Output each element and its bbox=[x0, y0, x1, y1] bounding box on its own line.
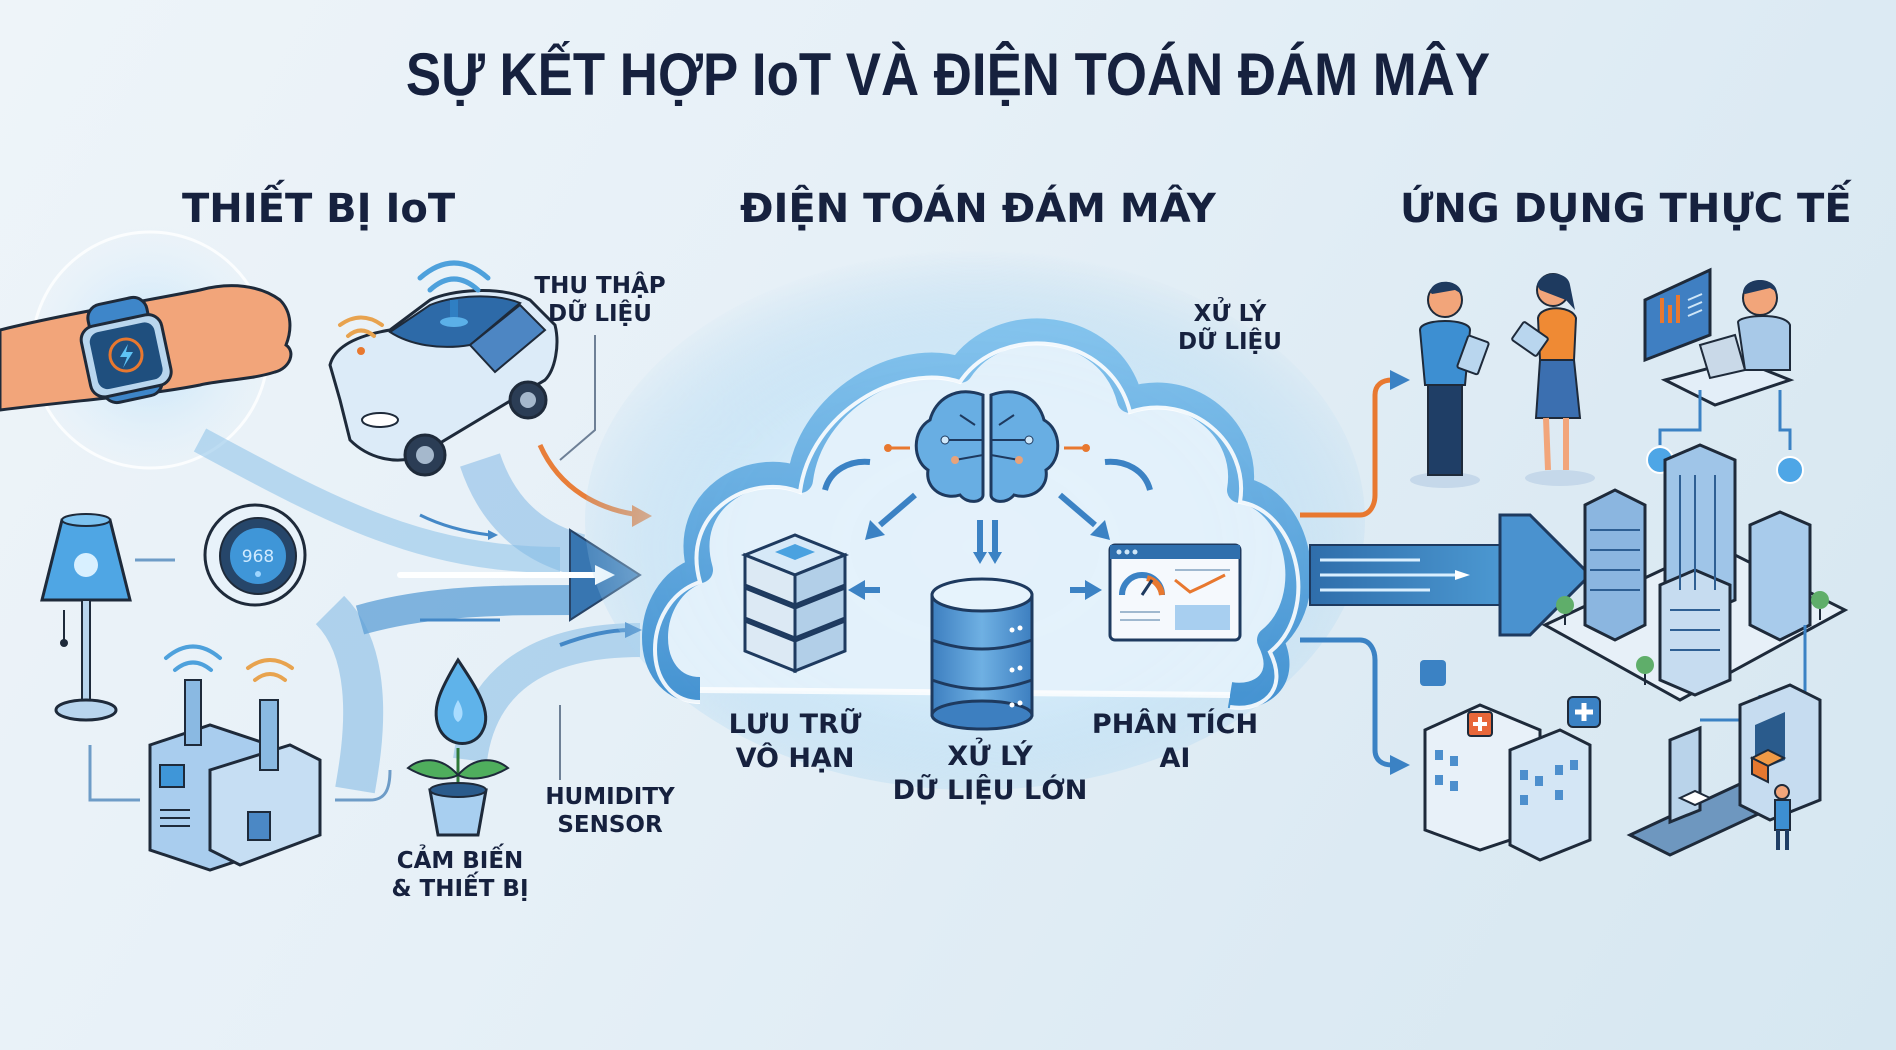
business-woman-icon bbox=[1511, 273, 1595, 486]
section-heading-cloud: ĐIỆN TOÁN ĐÁM MÂY bbox=[740, 186, 1216, 232]
ai-analytics-dashboard-icon bbox=[1108, 543, 1242, 642]
connected-car-icon bbox=[328, 260, 559, 477]
label-storage-line1: LƯU TRỮ bbox=[728, 709, 862, 740]
smart-lamp-icon bbox=[40, 513, 175, 802]
applications-group bbox=[1300, 267, 1849, 862]
section-heading-iot-devices: THIẾT BỊ IoT bbox=[182, 186, 456, 232]
analyst-laptop-icon bbox=[1643, 267, 1804, 484]
label-storage: LƯU TRỮ VÔ HẠN bbox=[700, 708, 890, 776]
label-collect-data-line2: DỮ LIỆU bbox=[548, 301, 652, 327]
humidity-sensor-plant-icon bbox=[406, 657, 561, 837]
label-process-data-line2: DỮ LIỆU bbox=[1178, 329, 1282, 355]
label-humidity-sensor: HUMIDITY SENSOR bbox=[525, 783, 695, 839]
label-ai-analytics: PHÂN TÍCH AI bbox=[1070, 708, 1280, 776]
label-process-data-line1: XỬ LÝ bbox=[1193, 301, 1267, 327]
label-collect-data-line1: THU THẬP bbox=[534, 273, 666, 299]
automated-factory-line-icon bbox=[1626, 625, 1822, 857]
thermostat-reading: 968 bbox=[242, 547, 274, 567]
label-ai-line2: AI bbox=[1159, 743, 1191, 774]
storage-server-icon bbox=[740, 533, 850, 674]
smart-city-icon bbox=[1541, 443, 1849, 702]
label-sensors-line1: CẢM BIẾN bbox=[396, 848, 524, 874]
page-title: SỰ KẾT HỢP IoT VÀ ĐIỆN TOÁN ĐÁM MÂY bbox=[405, 41, 1491, 108]
smart-hospital-icon bbox=[1420, 660, 1601, 862]
big-data-database-icon bbox=[930, 577, 1034, 731]
label-storage-line2: VÔ HẠN bbox=[735, 743, 855, 774]
business-man-icon bbox=[1410, 281, 1490, 488]
label-humidity-line2: SENSOR bbox=[557, 812, 663, 838]
label-big-data-line2: DỮ LIỆU LỚN bbox=[892, 775, 1088, 806]
label-sensors-line2: & THIẾT BỊ bbox=[391, 876, 529, 902]
label-ai-line1: PHÂN TÍCH bbox=[1091, 709, 1259, 740]
label-humidity-line1: HUMIDITY bbox=[545, 784, 675, 810]
smart-thermostat-icon: 968 bbox=[203, 503, 307, 607]
label-big-data: XỬ LÝ DỮ LIỆU LỚN bbox=[880, 740, 1100, 808]
label-sensors-devices: CẢM BIẾN & THIẾT BỊ bbox=[385, 847, 535, 903]
section-heading-applications: ỨNG DỤNG THỰC TẾ bbox=[1400, 186, 1852, 232]
label-collect-data: THU THẬP DỮ LIỆU bbox=[520, 272, 680, 328]
iot-devices-group: 968 bbox=[0, 225, 652, 872]
smartwatch-icon bbox=[0, 284, 293, 412]
smart-factory-icon bbox=[148, 644, 392, 872]
label-big-data-line1: XỬ LÝ bbox=[947, 741, 1033, 772]
label-process-data: XỬ LÝ DỮ LIỆU bbox=[1160, 300, 1300, 356]
ai-brain-icon bbox=[884, 390, 1090, 503]
cloud-computing-group bbox=[585, 250, 1365, 790]
